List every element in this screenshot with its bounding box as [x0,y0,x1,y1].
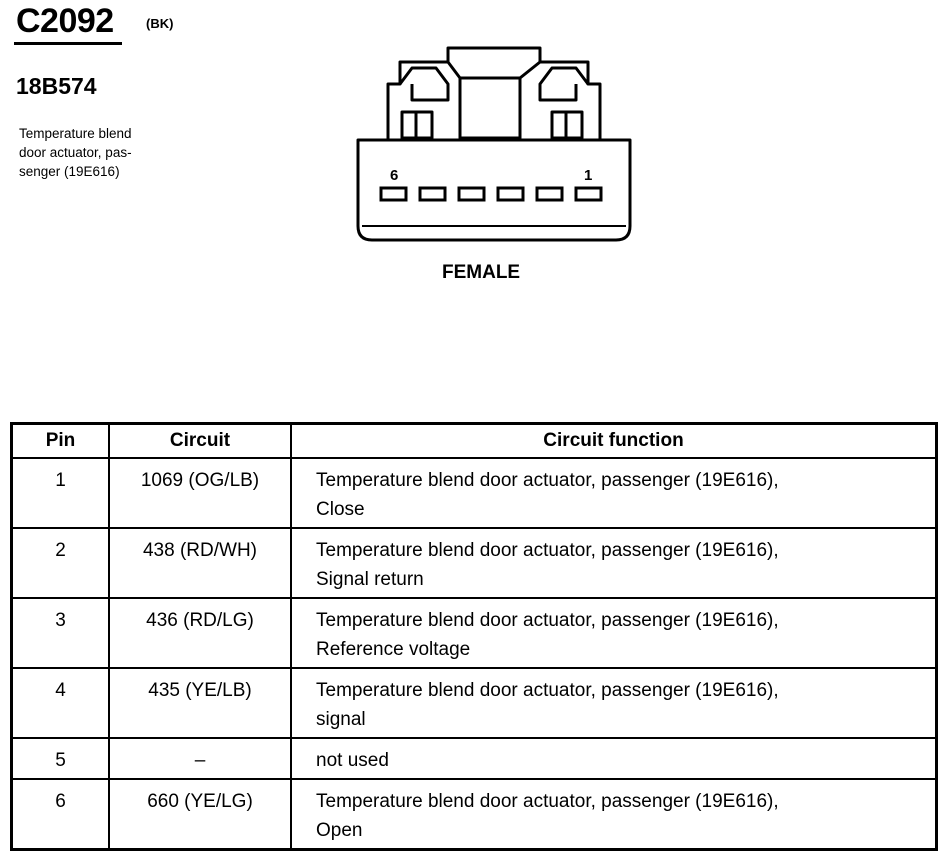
pin-label-1: 1 [584,167,592,184]
pin-cavities [379,186,603,202]
function-line: not used [316,750,389,771]
table-row: 2 438 (RD/WH) Temperature blend door act… [10,527,938,599]
pin-cavity [379,186,408,202]
table-row: 6 660 (YE/LG) Temperature blend door act… [10,778,938,851]
header-pin: Pin [10,422,110,459]
circuit-cell: 436 (RD/LG) [108,597,292,669]
circuit-cell: 1069 (OG/LB) [108,457,292,529]
function-line: Temperature blend door actuator, passeng… [316,470,779,491]
pin-cell: 3 [10,597,110,669]
function-cell: Temperature blend door actuator, passeng… [290,527,938,599]
description-line: Temperature blend [19,126,132,141]
function-cell: Temperature blend door actuator, passeng… [290,667,938,739]
table-header-row: Pin Circuit Circuit function [10,422,938,459]
function-cell: not used [290,737,938,780]
function-line: signal [316,709,366,730]
function-cell: Temperature blend door actuator, passeng… [290,457,938,529]
function-line: Temperature blend door actuator, passeng… [316,610,779,631]
function-cell: Temperature blend door actuator, passeng… [290,778,938,851]
table-row: 1 1069 (OG/LB) Temperature blend door ac… [10,457,938,529]
pin-cell: 6 [10,778,110,851]
connector-shell-outline [386,46,602,140]
left-latch [398,66,450,102]
pin-cavity [535,186,564,202]
table-row: 5 – not used [10,737,938,780]
right-latch [538,66,590,102]
connector-body-outline [356,138,632,242]
function-line: Open [316,820,363,841]
circuit-cell: – [108,737,292,780]
pin-cell: 5 [10,737,110,780]
function-line: Signal return [316,569,424,590]
description-line: senger (19E616) [19,164,120,179]
function-line: Temperature blend door actuator, passeng… [316,540,779,561]
circuit-cell: 660 (YE/LG) [108,778,292,851]
description-line: door actuator, pas- [19,145,132,160]
center-lock [458,76,522,140]
pin-cell: 1 [10,457,110,529]
function-cell: Temperature blend door actuator, passeng… [290,597,938,669]
pin-cavity [496,186,525,202]
header-circuit: Circuit [108,422,292,459]
function-line: Close [316,499,365,520]
pin-cell: 2 [10,527,110,599]
table-row: 3 436 (RD/LG) Temperature blend door act… [10,597,938,669]
pin-cavity [574,186,603,202]
circuit-cell: 435 (YE/LB) [108,667,292,739]
pin-cavity [457,186,486,202]
connector-gender-label: FEMALE [442,262,521,283]
part-number: 18B574 [16,73,97,99]
connector-id: C2092 [16,2,114,40]
pin-cell: 4 [10,667,110,739]
function-line: Temperature blend door actuator, passeng… [316,791,779,812]
connector-id-underline [14,42,122,45]
color-code: (BK) [146,16,174,31]
function-line: Reference voltage [316,639,471,660]
connector-description: Temperature blend door actuator, pas- se… [19,124,189,181]
function-line: Temperature blend door actuator, passeng… [316,680,779,701]
header-circuit-function: Circuit function [290,422,938,459]
pin-label-6: 6 [390,167,398,184]
pin-table: Pin Circuit Circuit function 1 1069 (OG/… [10,422,938,851]
connector-face-diagram: 6 1 [356,46,632,242]
pin-cavity [418,186,447,202]
table-row: 4 435 (YE/LB) Temperature blend door act… [10,667,938,739]
circuit-cell: 438 (RD/WH) [108,527,292,599]
